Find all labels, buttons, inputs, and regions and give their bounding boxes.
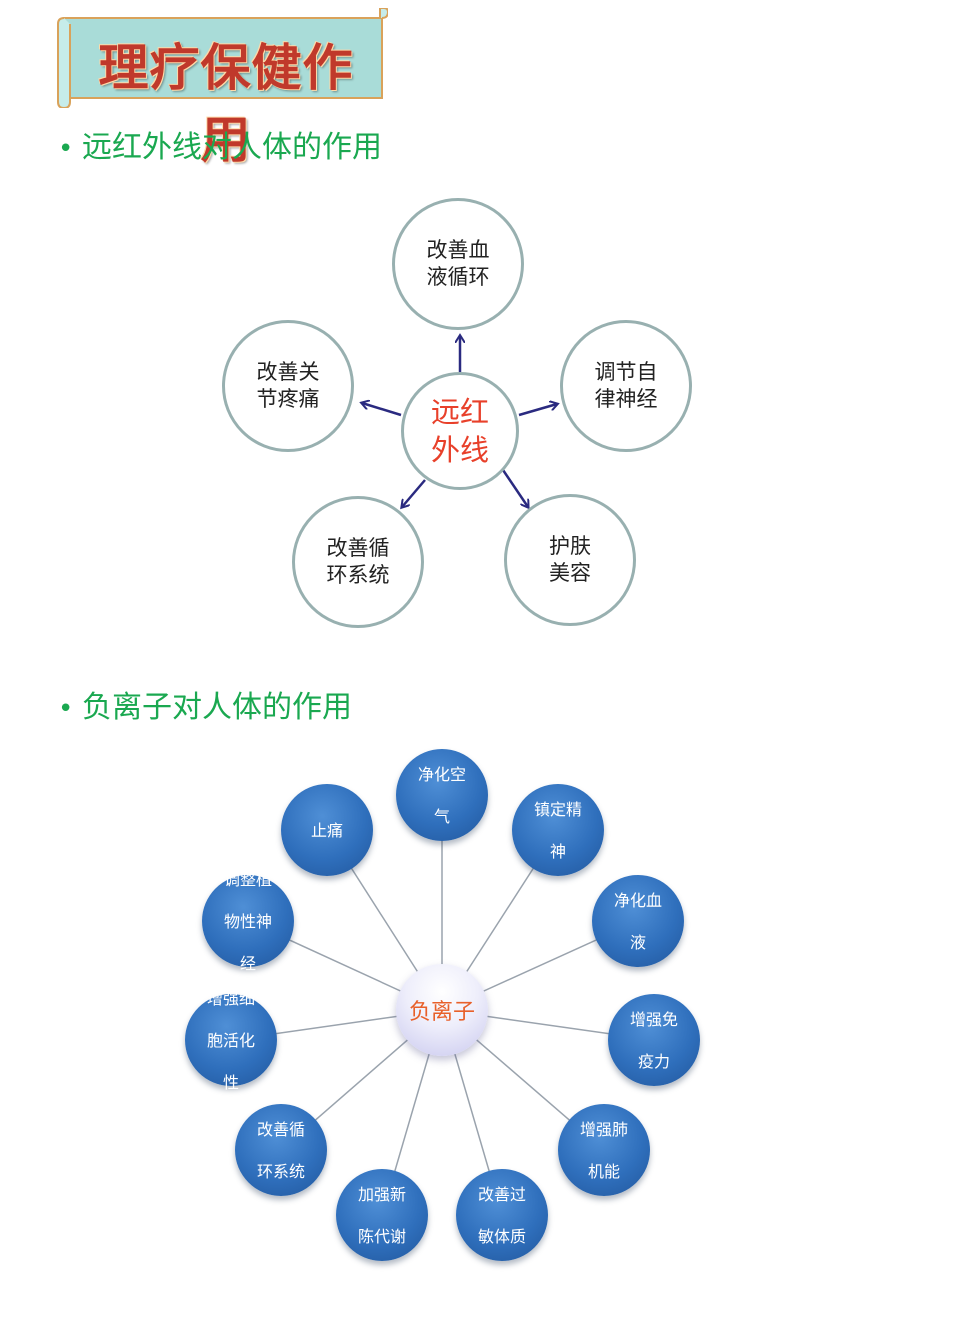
bullet-icon: • <box>58 694 74 724</box>
arrow-to-bottom-right <box>501 469 528 507</box>
node-boost-immunity: 增强免疫力 <box>608 994 700 1086</box>
node-purify-air: 净化空气 <box>396 749 488 841</box>
far-infrared-diagram: 远红外线 改善血液循环 改善关节疼痛 调节自律神经 改善循环系统 护肤美容 <box>0 0 960 660</box>
node-calm-spirit: 镇定精神 <box>512 784 604 876</box>
node-regulate-autonomic-nerves: 调节自律神经 <box>560 320 692 452</box>
title-banner: 理疗保健作用 <box>56 8 388 169</box>
node-pain-relief: 止痛 <box>281 784 373 876</box>
far-infrared-center: 远红外线 <box>401 372 519 490</box>
negative-ion-center: 负离子 <box>396 964 488 1056</box>
section2-heading: • 负离子对人体的作用 <box>58 682 352 726</box>
node-improve-allergy: 改善过敏体质 <box>456 1169 548 1261</box>
node-improve-joint-pain: 改善关节疼痛 <box>222 320 354 452</box>
node-boost-metabolism: 加强新陈代谢 <box>336 1169 428 1261</box>
node-improve-blood-circulation: 改善血液循环 <box>392 198 524 330</box>
arrow-to-right <box>518 404 557 417</box>
section2-heading-text: 负离子对人体的作用 <box>82 690 352 725</box>
bullet-icon: • <box>58 134 74 164</box>
arrow-to-bottom-left <box>402 479 426 507</box>
section1-heading-text: 远红外线对人体的作用 <box>82 130 382 165</box>
node-strengthen-lung: 增强肺机能 <box>558 1104 650 1196</box>
node-purify-blood: 净化血液 <box>592 875 684 967</box>
arrow-to-left <box>362 403 402 417</box>
node-cell-activation: 增强细胞活化性 <box>185 989 277 1092</box>
arrow-layer <box>0 0 960 660</box>
node-skin-care-beauty: 护肤美容 <box>504 494 636 626</box>
section1-heading: • 远红外线对人体的作用 <box>58 122 382 166</box>
node-improve-circulatory-system: 改善循环系统 <box>292 496 424 628</box>
scroll-graphic <box>57 8 388 108</box>
node-improve-circulation: 改善循环系统 <box>235 1104 327 1196</box>
page-title: 理疗保健作用 <box>98 38 354 169</box>
node-regulate-vegetative-nerves: 调整植物性神经 <box>202 870 294 973</box>
